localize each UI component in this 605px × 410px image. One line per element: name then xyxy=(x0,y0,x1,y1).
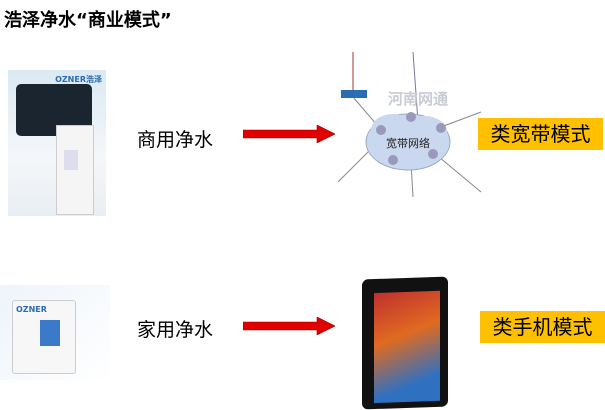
mobile-model-badge: 类手机模式 xyxy=(480,311,605,343)
commercial-water-label: 商用净水 xyxy=(137,129,214,151)
broadband-model-badge: 类宽带模式 xyxy=(478,118,603,150)
brand-logo: OZNER浩泽 xyxy=(55,75,102,84)
arrow-right-icon xyxy=(243,125,335,143)
watermark: 河南网通 xyxy=(388,90,448,108)
dispenser-nozzle-area xyxy=(64,150,78,170)
commercial-purifier-image: OZNER浩泽 xyxy=(8,70,106,216)
brand-logo: OZNER xyxy=(16,305,47,314)
dispenser-shape xyxy=(56,125,94,215)
home-water-label: 家用净水 xyxy=(137,319,214,341)
network-cloud-label: 宽带网络 xyxy=(386,136,430,150)
slide-title: 浩泽净水“商业模式” xyxy=(4,10,172,31)
smartphone-image xyxy=(362,276,448,410)
arrow-right-icon xyxy=(243,317,335,335)
home-purifier-image: OZNER xyxy=(0,285,110,380)
purifier-panel xyxy=(40,320,60,346)
phone-screen xyxy=(374,290,440,404)
broadband-network-diagram: 宽带网络 河南网通 xyxy=(337,52,482,198)
